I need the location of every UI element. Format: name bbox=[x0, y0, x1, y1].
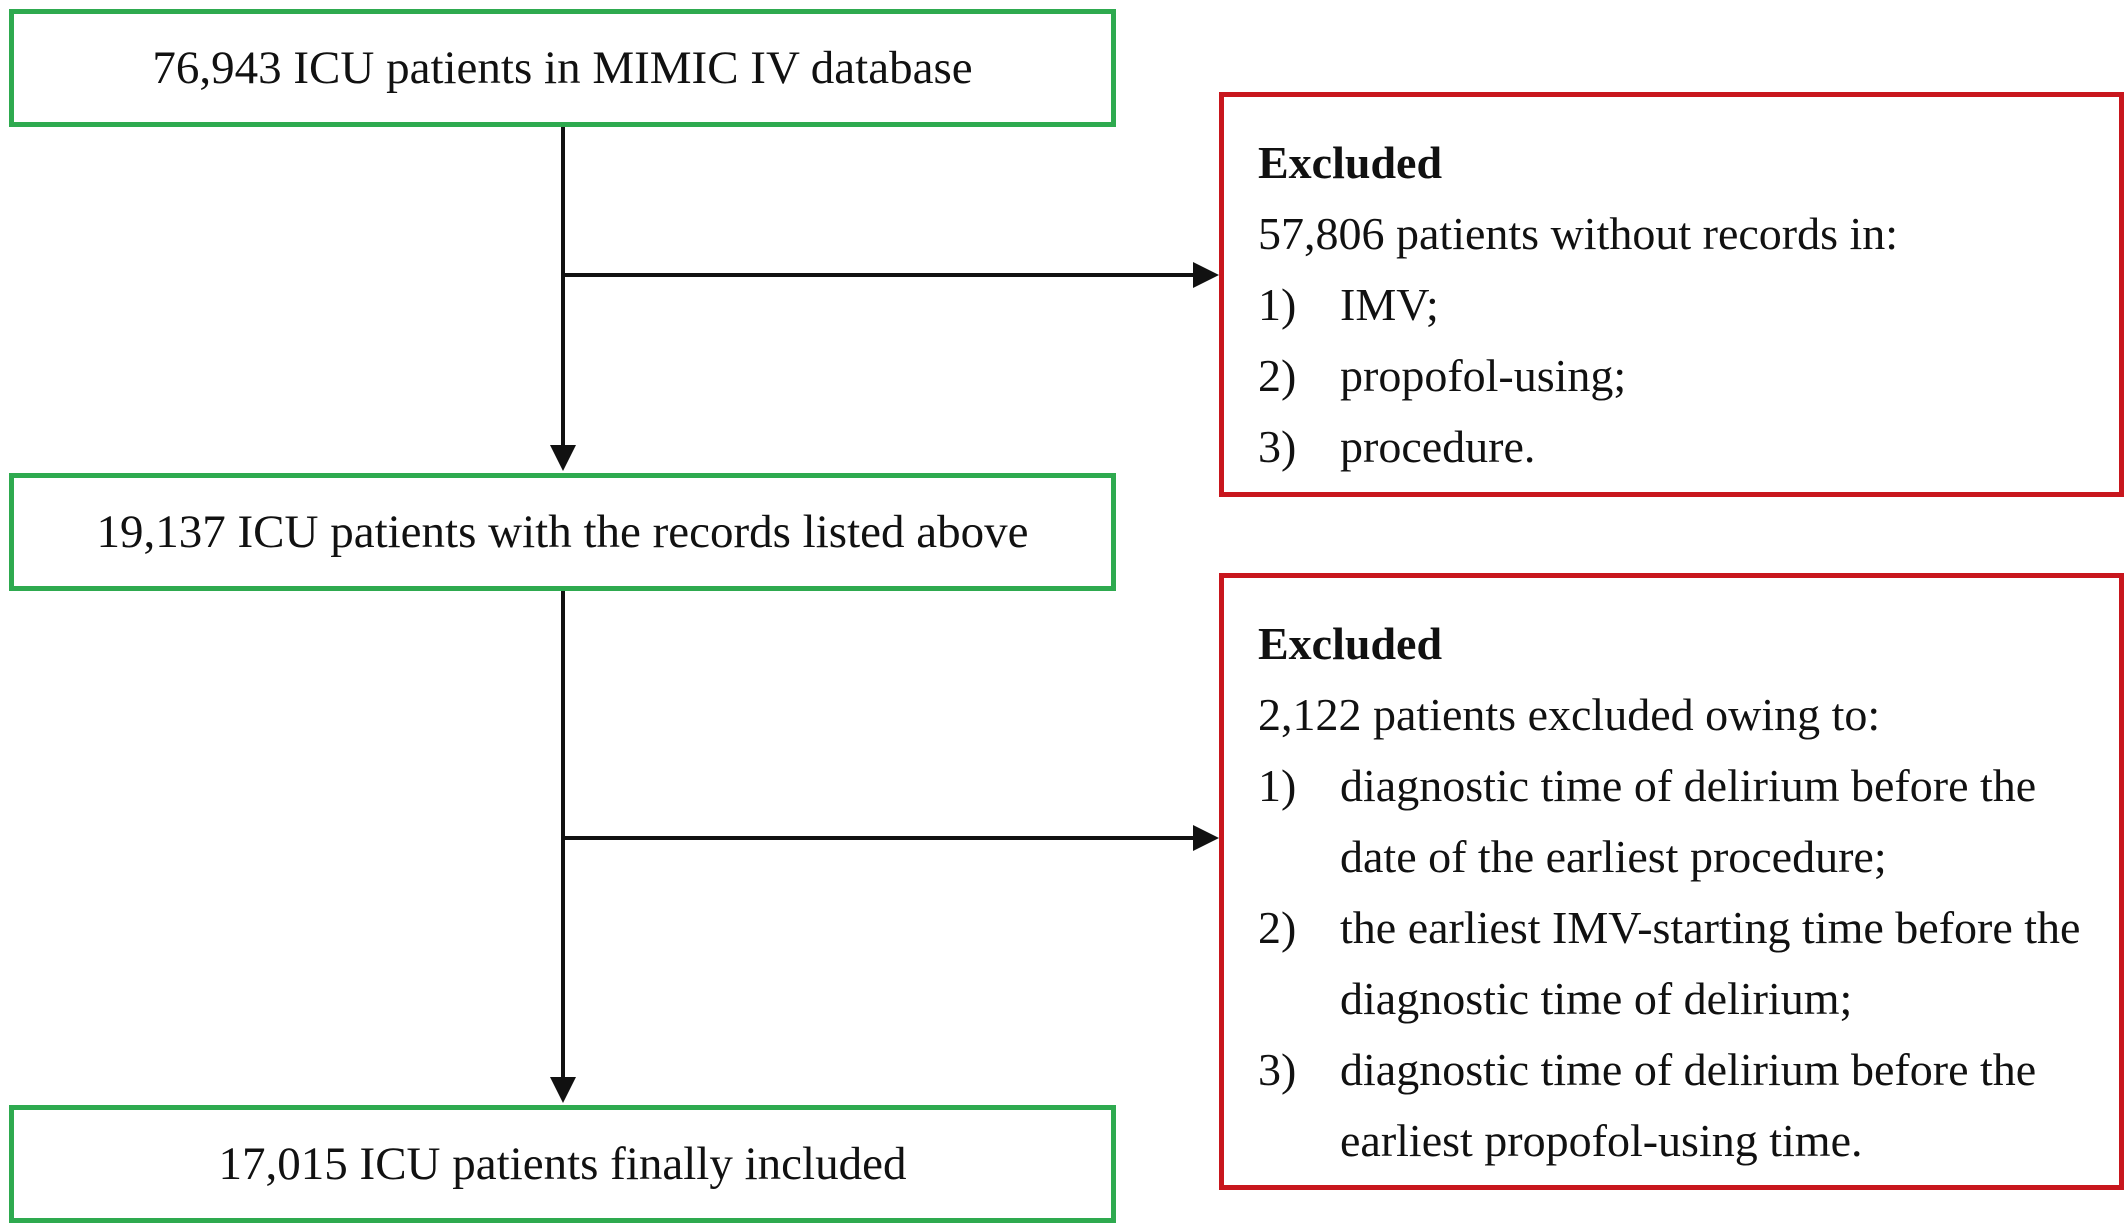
list-item-text: diagnostic time of delirium before the e… bbox=[1340, 1044, 2037, 1166]
list-item-text: diagnostic time of delirium before the d… bbox=[1340, 760, 2037, 882]
list-item-number: 2) bbox=[1258, 902, 1297, 953]
step1-text: 76,943 ICU patients in MIMIC IV database bbox=[152, 42, 973, 94]
arrowhead-exclusion1 bbox=[1193, 262, 1219, 288]
list-item: 2) propofol-using; bbox=[1258, 340, 2089, 411]
exclusion1-heading: Excluded bbox=[1258, 137, 1443, 188]
exclusion1-intro: 57,806 patients without records in: bbox=[1258, 208, 1899, 259]
exclusion2-heading: Excluded bbox=[1258, 618, 1443, 669]
step3-box: 17,015 ICU patients finally included bbox=[9, 1105, 1116, 1223]
list-item: 3) diagnostic time of delirium before th… bbox=[1258, 1034, 2089, 1176]
list-item-number: 2) bbox=[1258, 350, 1297, 401]
exclusion2-intro: 2,122 patients excluded owing to: bbox=[1258, 689, 1881, 740]
list-item-text: procedure. bbox=[1340, 421, 1536, 472]
step3-text: 17,015 ICU patients finally included bbox=[218, 1138, 907, 1190]
arrowhead-exclusion2 bbox=[1193, 825, 1219, 851]
list-item-number: 1) bbox=[1258, 760, 1297, 811]
arrowhead-step2 bbox=[550, 445, 576, 471]
list-item-text: propofol-using; bbox=[1340, 350, 1627, 401]
list-item: 2) the earliest IMV-starting time before… bbox=[1258, 892, 2089, 1034]
list-item-text: IMV; bbox=[1340, 279, 1439, 330]
step2-box: 19,137 ICU patients with the records lis… bbox=[9, 473, 1116, 591]
list-item: 1) IMV; bbox=[1258, 269, 2089, 340]
exclusion1-box: Excluded 57,806 patients without records… bbox=[1219, 92, 2124, 497]
list-item-number: 3) bbox=[1258, 1044, 1297, 1095]
list-item-text: the earliest IMV-starting time before th… bbox=[1340, 902, 2081, 1024]
step1-box: 76,943 ICU patients in MIMIC IV database bbox=[9, 9, 1116, 127]
exclusion2-box: Excluded 2,122 patients excluded owing t… bbox=[1219, 573, 2124, 1190]
list-item: 1) diagnostic time of delirium before th… bbox=[1258, 750, 2089, 892]
list-item: 3) procedure. bbox=[1258, 411, 2089, 482]
step2-text: 19,137 ICU patients with the records lis… bbox=[96, 506, 1029, 558]
arrowhead-step3 bbox=[550, 1077, 576, 1103]
list-item-number: 3) bbox=[1258, 421, 1297, 472]
list-item-number: 1) bbox=[1258, 279, 1297, 330]
